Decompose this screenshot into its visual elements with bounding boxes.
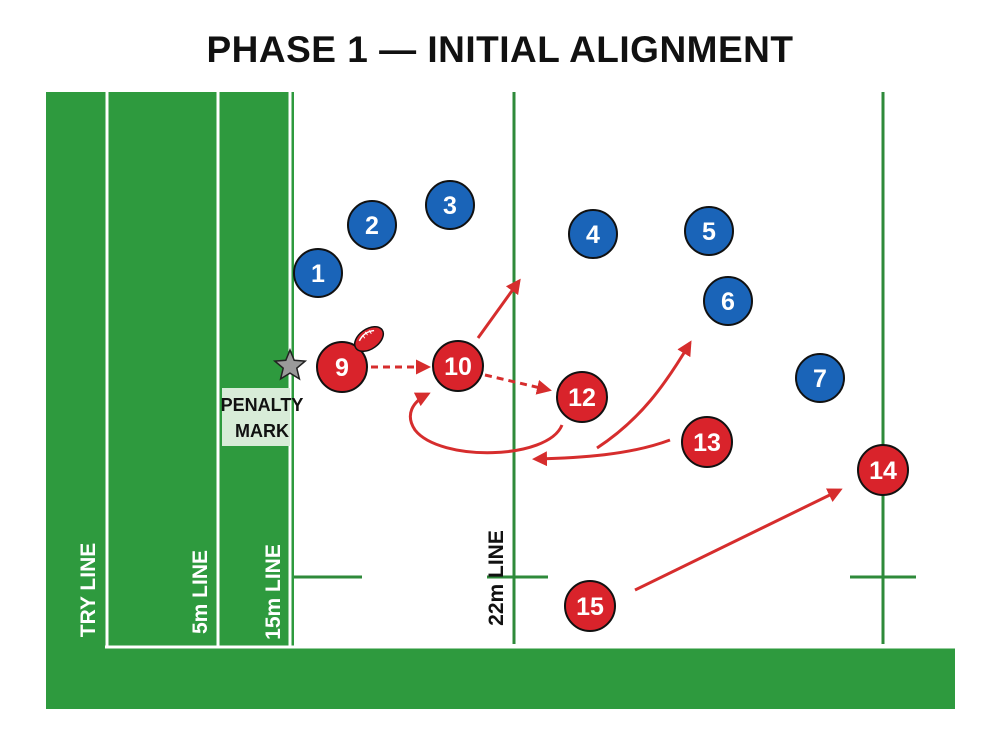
attacker-marker <box>432 340 484 392</box>
defenders: 1 2 3 4 5 6 7 <box>293 180 845 403</box>
defender-number: 3 <box>443 192 457 220</box>
attackers: 9 10 12 13 14 15 <box>316 340 909 632</box>
defender-7[interactable]: 7 <box>795 353 845 403</box>
run-arrow-10 <box>476 278 521 339</box>
defender-5[interactable]: 5 <box>684 206 734 256</box>
pass-arrow-10-to-12 <box>484 373 552 395</box>
attacker-marker <box>316 341 368 393</box>
defender-3[interactable]: 3 <box>425 180 475 230</box>
defender-marker <box>425 180 475 230</box>
defender-6[interactable]: 6 <box>703 276 753 326</box>
defender-2[interactable]: 2 <box>347 200 397 250</box>
run-arrow-15-to-14 <box>634 488 843 592</box>
attacker-marker <box>681 416 733 468</box>
attacker-10[interactable]: 10 <box>432 340 484 392</box>
defender-marker <box>703 276 753 326</box>
penalty-mark-label-line2: MARK <box>235 421 289 441</box>
five-metre-line-label: 5m LINE <box>189 550 212 634</box>
attacker-number: 13 <box>693 429 721 457</box>
defender-4[interactable]: 4 <box>568 209 618 259</box>
run-arrow-12-to-6 <box>596 340 692 450</box>
attacker-number: 14 <box>869 457 897 485</box>
defender-marker <box>568 209 618 259</box>
attacker-13[interactable]: 13 <box>681 416 733 468</box>
attacker-12[interactable]: 12 <box>556 371 608 423</box>
movement-arrows <box>371 278 843 592</box>
diagram-title: PHASE 1 — INITIAL ALIGNMENT <box>206 29 793 70</box>
defender-marker <box>293 248 343 298</box>
attacker-number: 12 <box>568 384 596 412</box>
defender-number: 5 <box>702 218 716 246</box>
attacker-marker <box>857 444 909 496</box>
defender-number: 2 <box>365 212 379 240</box>
penalty-mark: PENALTY MARK <box>221 348 308 446</box>
attacker-marker <box>564 580 616 632</box>
run-arrow-13-back <box>532 438 671 467</box>
attacker-number: 9 <box>335 354 349 382</box>
attacker-9[interactable]: 9 <box>316 341 368 393</box>
touch-area <box>46 648 955 709</box>
attacker-number: 15 <box>576 593 604 621</box>
attacker-14[interactable]: 14 <box>857 444 909 496</box>
loop-arrow-12-to-10 <box>409 392 564 455</box>
defender-number: 1 <box>311 260 325 288</box>
defender-marker <box>347 200 397 250</box>
penalty-mark-label-line1: PENALTY <box>221 395 304 415</box>
attacker-15[interactable]: 15 <box>564 580 616 632</box>
defender-marker <box>795 353 845 403</box>
penalty-mark-panel <box>222 388 290 446</box>
rugby-ball-icon <box>353 325 385 353</box>
fifteen-metre-line-label: 15m LINE <box>262 544 285 640</box>
defender-number: 6 <box>721 288 735 316</box>
attacker-marker <box>556 371 608 423</box>
try-line-label: TRY LINE <box>77 543 100 638</box>
defender-1[interactable]: 1 <box>293 248 343 298</box>
defender-number: 7 <box>813 365 827 393</box>
attacker-number: 10 <box>444 353 472 381</box>
twentytwo-line-label: 22m LINE <box>485 530 508 626</box>
defender-number: 4 <box>586 221 600 249</box>
star-icon <box>272 348 308 381</box>
defender-marker <box>684 206 734 256</box>
